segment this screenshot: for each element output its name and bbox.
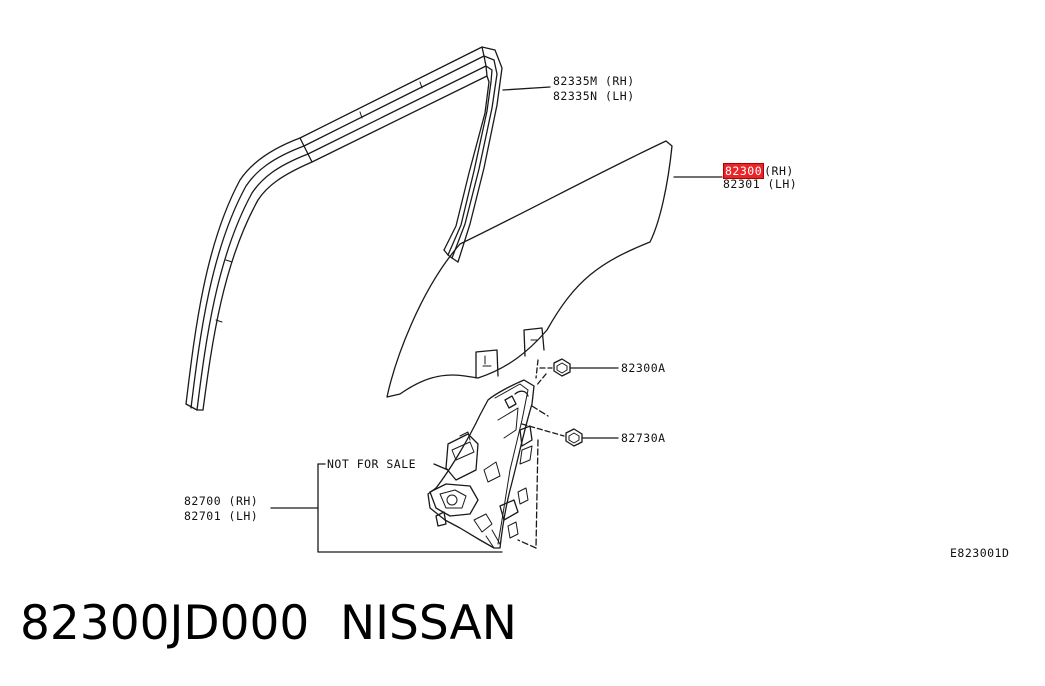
figure-id: E823001D: [950, 546, 1010, 560]
door-glass-drawing: [386, 140, 673, 398]
run-channel-drawing: [185, 46, 503, 411]
regulator-assembly-drawing: [427, 359, 549, 549]
bolt-82300a-drawing: [539, 358, 619, 377]
highlighted-part-number[interactable]: 82300: [723, 163, 765, 179]
leader-lines: [270, 86, 723, 553]
callout-regulator-lh: 82701 (LH): [184, 509, 259, 523]
callout-bolt-82730a: 82730A: [621, 431, 666, 445]
callout-run-channel-rh: 82335M (RH): [553, 74, 635, 88]
callout-glass-rh: 82300(RH): [723, 163, 794, 179]
callout-bolt-82300a: 82300A: [621, 361, 666, 375]
callout-regulator-rh: 82700 (RH): [184, 494, 259, 508]
part-number-title: 82300JD000: [20, 596, 310, 651]
callout-glass-lh: 82301 (LH): [723, 177, 798, 191]
brand-name: NISSAN: [340, 596, 517, 651]
callout-run-channel-lh: 82335N (LH): [553, 89, 635, 103]
bolt-82730a-drawing: [521, 423, 619, 447]
callout-glass-rh-suffix: (RH): [764, 164, 794, 178]
not-for-sale-note: NOT FOR SALE: [327, 457, 417, 471]
